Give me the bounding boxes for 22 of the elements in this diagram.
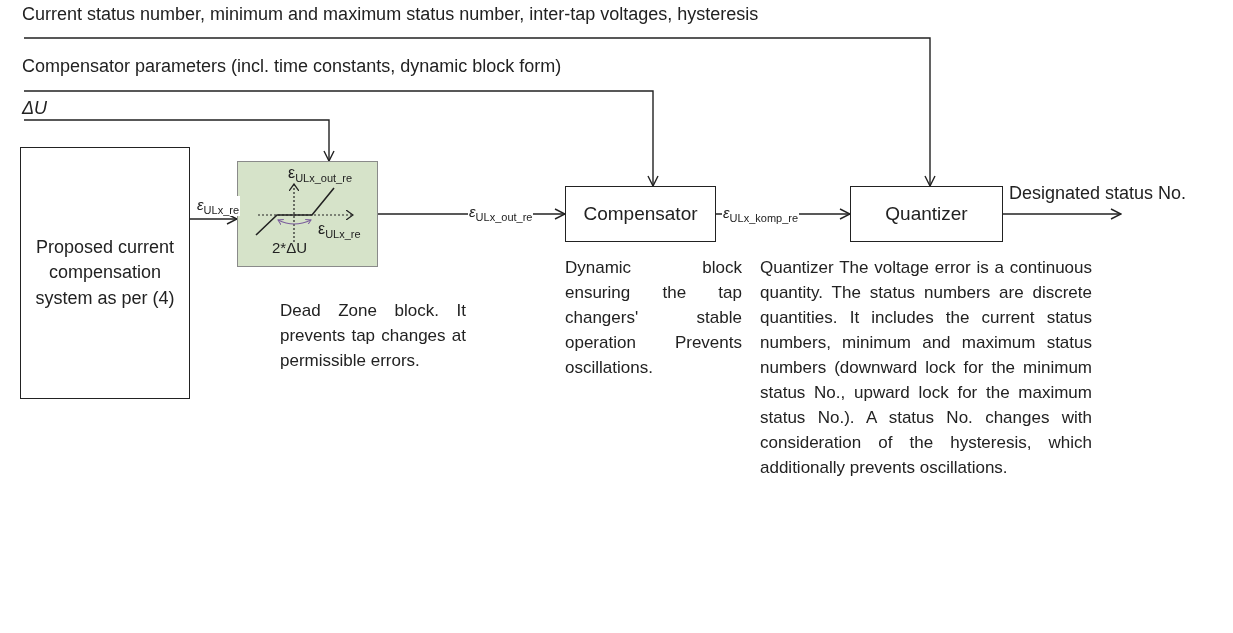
- block-description: Quantizer The voltage error is a continuous quantity. The status numbers are discrete quantities. It includes the current status numbers, minimum and maximum status numbers (downward lock for the minimum status No., upward lock for the maximum status No.). A status No. changes with consideration of the hysteresis, which additionally prevents oscillations.: [760, 257, 1092, 479]
- block-label: Proposed current compensation system as per (4): [35, 236, 175, 310]
- axis-label: ε$_{ULx_re}$: [318, 220, 361, 241]
- block-description: Dynamic block ensuring the tap changers' stable operation Prevents oscillations.: [565, 257, 742, 379]
- block-label: Compensator: [583, 201, 698, 226]
- input-label: ΔU: [22, 98, 48, 118]
- arrow: [1002, 208, 1122, 220]
- signal-label: ε$_{ULx_re}$: [196, 196, 241, 216]
- output-label: Designated status No.: [1008, 183, 1188, 204]
- block-label: Quantizer: [885, 201, 968, 226]
- block-description: Dead Zone block. It prevents tap changes at permissible errors.: [280, 300, 466, 372]
- input-label: Current status number, minimum and maximum status number, inter-tap voltages, hysteresis: [22, 4, 759, 24]
- arrow: [23, 119, 335, 162]
- arrow: [23, 37, 936, 187]
- range-label: 2*ΔU: [272, 239, 308, 256]
- process-box: [565, 186, 716, 242]
- process-box: [850, 186, 1003, 242]
- axis-label: ε$_{ULx_out_re}$: [288, 164, 352, 185]
- dead-zone-block: [237, 161, 378, 267]
- process-box: [20, 147, 190, 399]
- arrow: [23, 90, 659, 187]
- input-label: Compensator parameters (incl. time constants, dynamic block form): [22, 56, 562, 76]
